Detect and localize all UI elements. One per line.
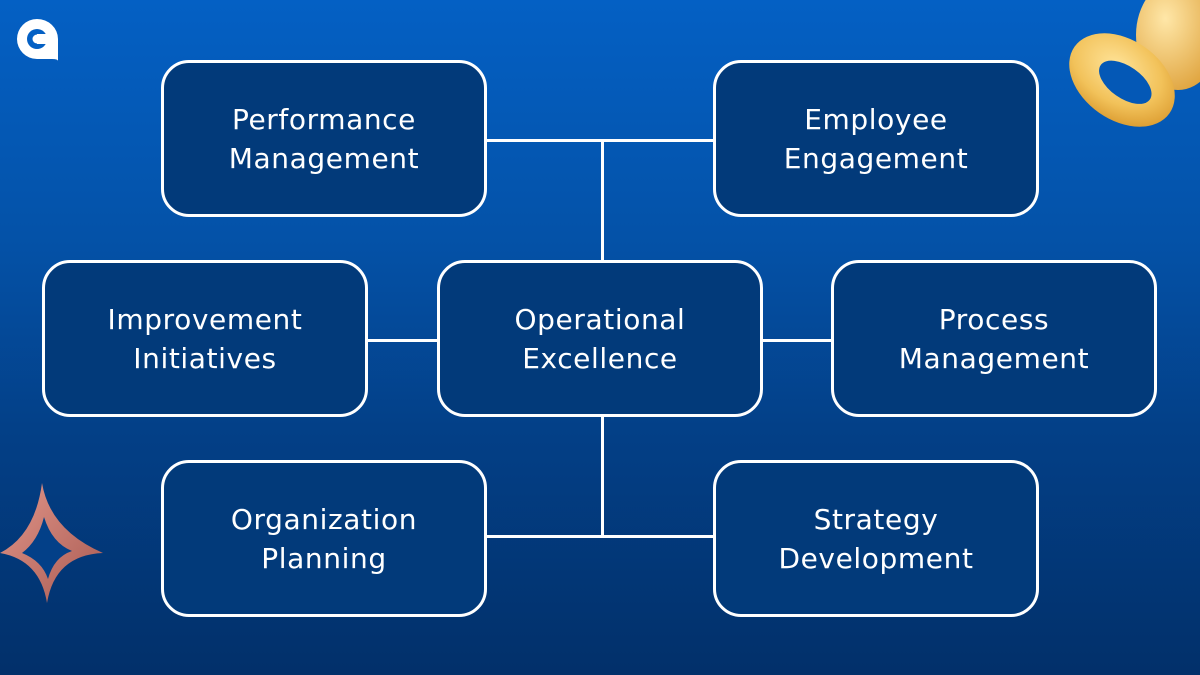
node-label-line2: Management: [228, 141, 420, 175]
node-improvement-initiatives: Improvement Initiatives: [42, 260, 368, 417]
connector-top-horizontal: [486, 139, 713, 142]
node-label-line1: Strategy: [813, 502, 939, 536]
node-label-line1: Employee: [804, 102, 948, 136]
node-label-line1: Organization: [230, 502, 418, 536]
node-strategy-development: Strategy Development: [713, 460, 1039, 617]
node-label-line2: Initiatives: [133, 341, 277, 375]
node-performance-management: Performance Management: [161, 60, 487, 217]
pink-star-decoration-icon: [0, 483, 103, 603]
node-label-line2: Management: [898, 341, 1090, 375]
golden-torus-decoration-icon: [1069, 0, 1200, 127]
connector-top-vertical: [601, 139, 604, 260]
connector-left-horizontal: [368, 339, 437, 342]
center-label-line1: Operational: [514, 302, 686, 336]
node-label-line2: Planning: [261, 541, 387, 575]
node-employee-engagement: Employee Engagement: [713, 60, 1039, 217]
node-label-line1: Process: [938, 302, 1050, 336]
connector-bottom-vertical: [601, 416, 604, 538]
node-label-line1: Improvement: [107, 302, 303, 336]
center-label-line2: Excellence: [522, 341, 678, 375]
brand-logo-icon: [17, 19, 58, 61]
node-label-line2: Engagement: [783, 141, 969, 175]
node-process-management: Process Management: [831, 260, 1157, 417]
node-label-line2: Development: [778, 541, 974, 575]
connector-right-horizontal: [763, 339, 831, 342]
node-label-line1: Performance: [231, 102, 417, 136]
node-operational-excellence-center: Operational Excellence: [437, 260, 763, 417]
node-organization-planning: Organization Planning: [161, 460, 487, 617]
connector-bottom-horizontal: [486, 535, 713, 538]
